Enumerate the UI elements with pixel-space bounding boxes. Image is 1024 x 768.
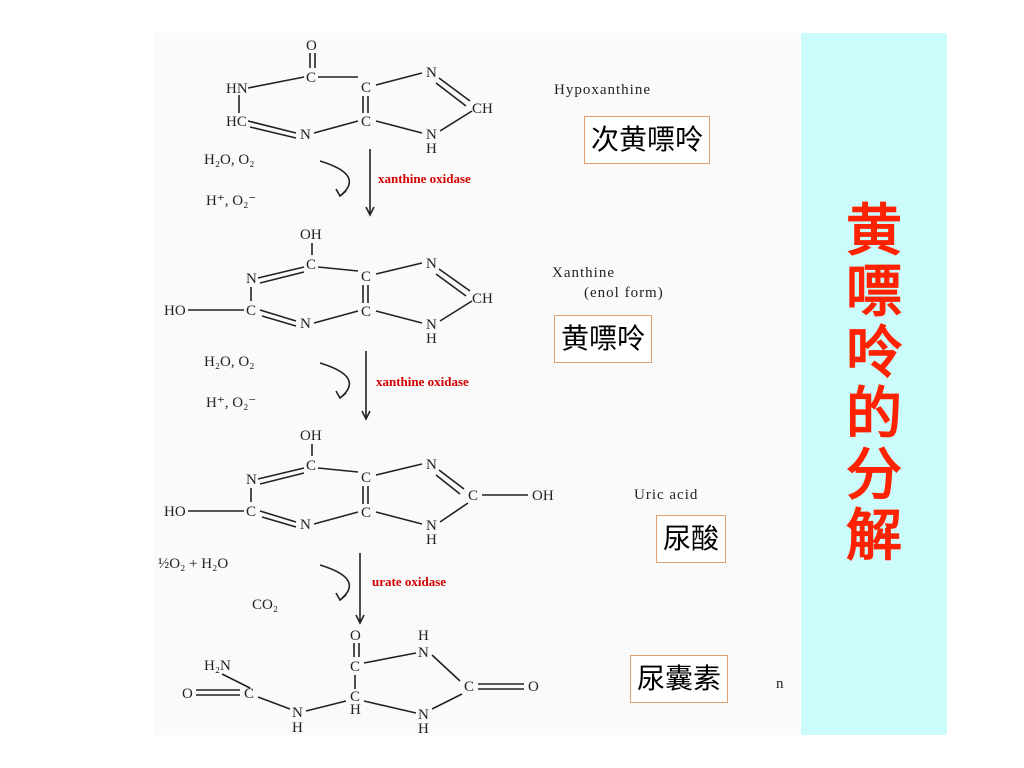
svg-text:OH: OH <box>300 227 322 243</box>
step3-output: CO₂ <box>252 597 278 613</box>
svg-text:H: H <box>292 720 303 735</box>
svg-text:C: C <box>306 458 316 474</box>
svg-text:N: N <box>300 127 311 143</box>
svg-text:C: C <box>468 488 478 504</box>
svg-text:H: H <box>426 532 437 548</box>
svg-text:HO: HO <box>164 504 186 520</box>
svg-text:N: N <box>418 645 429 661</box>
svg-text:N: N <box>426 317 437 333</box>
svg-text:C: C <box>306 70 316 86</box>
allantoin-structure: O C H N C O H₂N O C N H C H N H <box>182 628 539 735</box>
svg-text:C: C <box>361 269 371 285</box>
step1-input: H₂O, O₂ <box>204 152 254 168</box>
step2-output: H⁺, O₂⁻ <box>206 395 256 411</box>
svg-text:N: N <box>426 256 437 272</box>
svg-text:N: N <box>426 518 437 534</box>
svg-text:N: N <box>292 705 303 721</box>
svg-text:C: C <box>464 679 474 695</box>
reaction-step-1: H₂O, O₂ H⁺, O₂⁻ xanthine oxidase <box>204 149 471 217</box>
reaction-step-2: H₂O, O₂ H⁺, O₂⁻ xanthine oxidase <box>204 351 469 421</box>
svg-text:N: N <box>418 707 429 723</box>
svg-text:C: C <box>361 470 371 486</box>
xanthine-label: Xanthine <box>552 265 615 281</box>
svg-text:C: C <box>350 689 360 705</box>
svg-text:C: C <box>361 304 371 320</box>
uric-acid-label: Uric acid <box>634 487 698 503</box>
step1-output: H⁺, O₂⁻ <box>206 193 256 209</box>
step2-enzyme: xanthine oxidase <box>376 374 469 389</box>
svg-text:OH: OH <box>300 428 322 444</box>
hypoxanthine-cn-label: 次黄嘌呤 <box>584 116 711 164</box>
title-sidebar: 黄嘌呤的分解 <box>801 33 947 735</box>
reaction-step-3: ½O₂ + H₂O CO₂ urate oxidase <box>158 553 446 625</box>
svg-text:C: C <box>244 686 254 702</box>
svg-text:H: H <box>418 628 429 644</box>
svg-text:O: O <box>528 679 539 695</box>
svg-text:CH: CH <box>472 101 493 117</box>
svg-text:H: H <box>426 331 437 347</box>
svg-text:N: N <box>300 517 311 533</box>
svg-text:N: N <box>426 65 437 81</box>
allantoin-cn-label: 尿囊素 <box>630 655 729 703</box>
svg-text:O: O <box>350 628 361 644</box>
svg-text:O: O <box>306 38 317 54</box>
svg-text:N: N <box>300 316 311 332</box>
xanthine-structure: OH C N C N CH HO C N C N H <box>164 227 493 347</box>
step1-enzyme: xanthine oxidase <box>378 171 471 186</box>
step2-input: H₂O, O₂ <box>204 354 254 370</box>
uric-acid-cn-label: 尿酸 <box>656 515 727 563</box>
svg-text:C: C <box>350 659 360 675</box>
svg-text:H: H <box>426 141 437 157</box>
svg-text:HN: HN <box>226 81 248 97</box>
svg-text:O: O <box>182 686 193 702</box>
svg-text:N: N <box>246 271 257 287</box>
hypoxanthine-label: Hypoxanthine <box>554 82 651 98</box>
svg-text:N: N <box>246 472 257 488</box>
xanthine-cn-label: 黄嘌呤 <box>554 315 653 363</box>
svg-text:C: C <box>246 504 256 520</box>
svg-text:CH: CH <box>472 291 493 307</box>
svg-text:HC: HC <box>226 114 247 130</box>
svg-text:N: N <box>426 457 437 473</box>
svg-text:H₂N: H₂N <box>204 658 231 674</box>
hypoxanthine-structure: O C HN C N CH HC N C N H <box>226 38 493 157</box>
svg-text:H: H <box>350 702 361 718</box>
allantoin-label-partial: n <box>776 676 785 692</box>
slide-title: 黄嘌呤的分解 <box>846 199 902 569</box>
xanthine-enol-label: (enol form) <box>584 285 664 301</box>
svg-text:C: C <box>361 80 371 96</box>
svg-text:C: C <box>306 257 316 273</box>
svg-text:C: C <box>361 114 371 130</box>
purine-degradation-diagram: O C HN C N CH HC N C N H Hypoxanthine H₂… <box>158 38 785 735</box>
svg-text:H: H <box>418 721 429 735</box>
step3-enzyme: urate oxidase <box>372 574 446 589</box>
svg-text:N: N <box>426 127 437 143</box>
svg-text:OH: OH <box>532 488 554 504</box>
step3-input: ½O₂ + H₂O <box>158 556 228 572</box>
svg-text:C: C <box>246 303 256 319</box>
uric-acid-structure: OH C N C N C OH HO C N C N H <box>164 428 554 548</box>
svg-text:HO: HO <box>164 303 186 319</box>
svg-text:C: C <box>361 505 371 521</box>
